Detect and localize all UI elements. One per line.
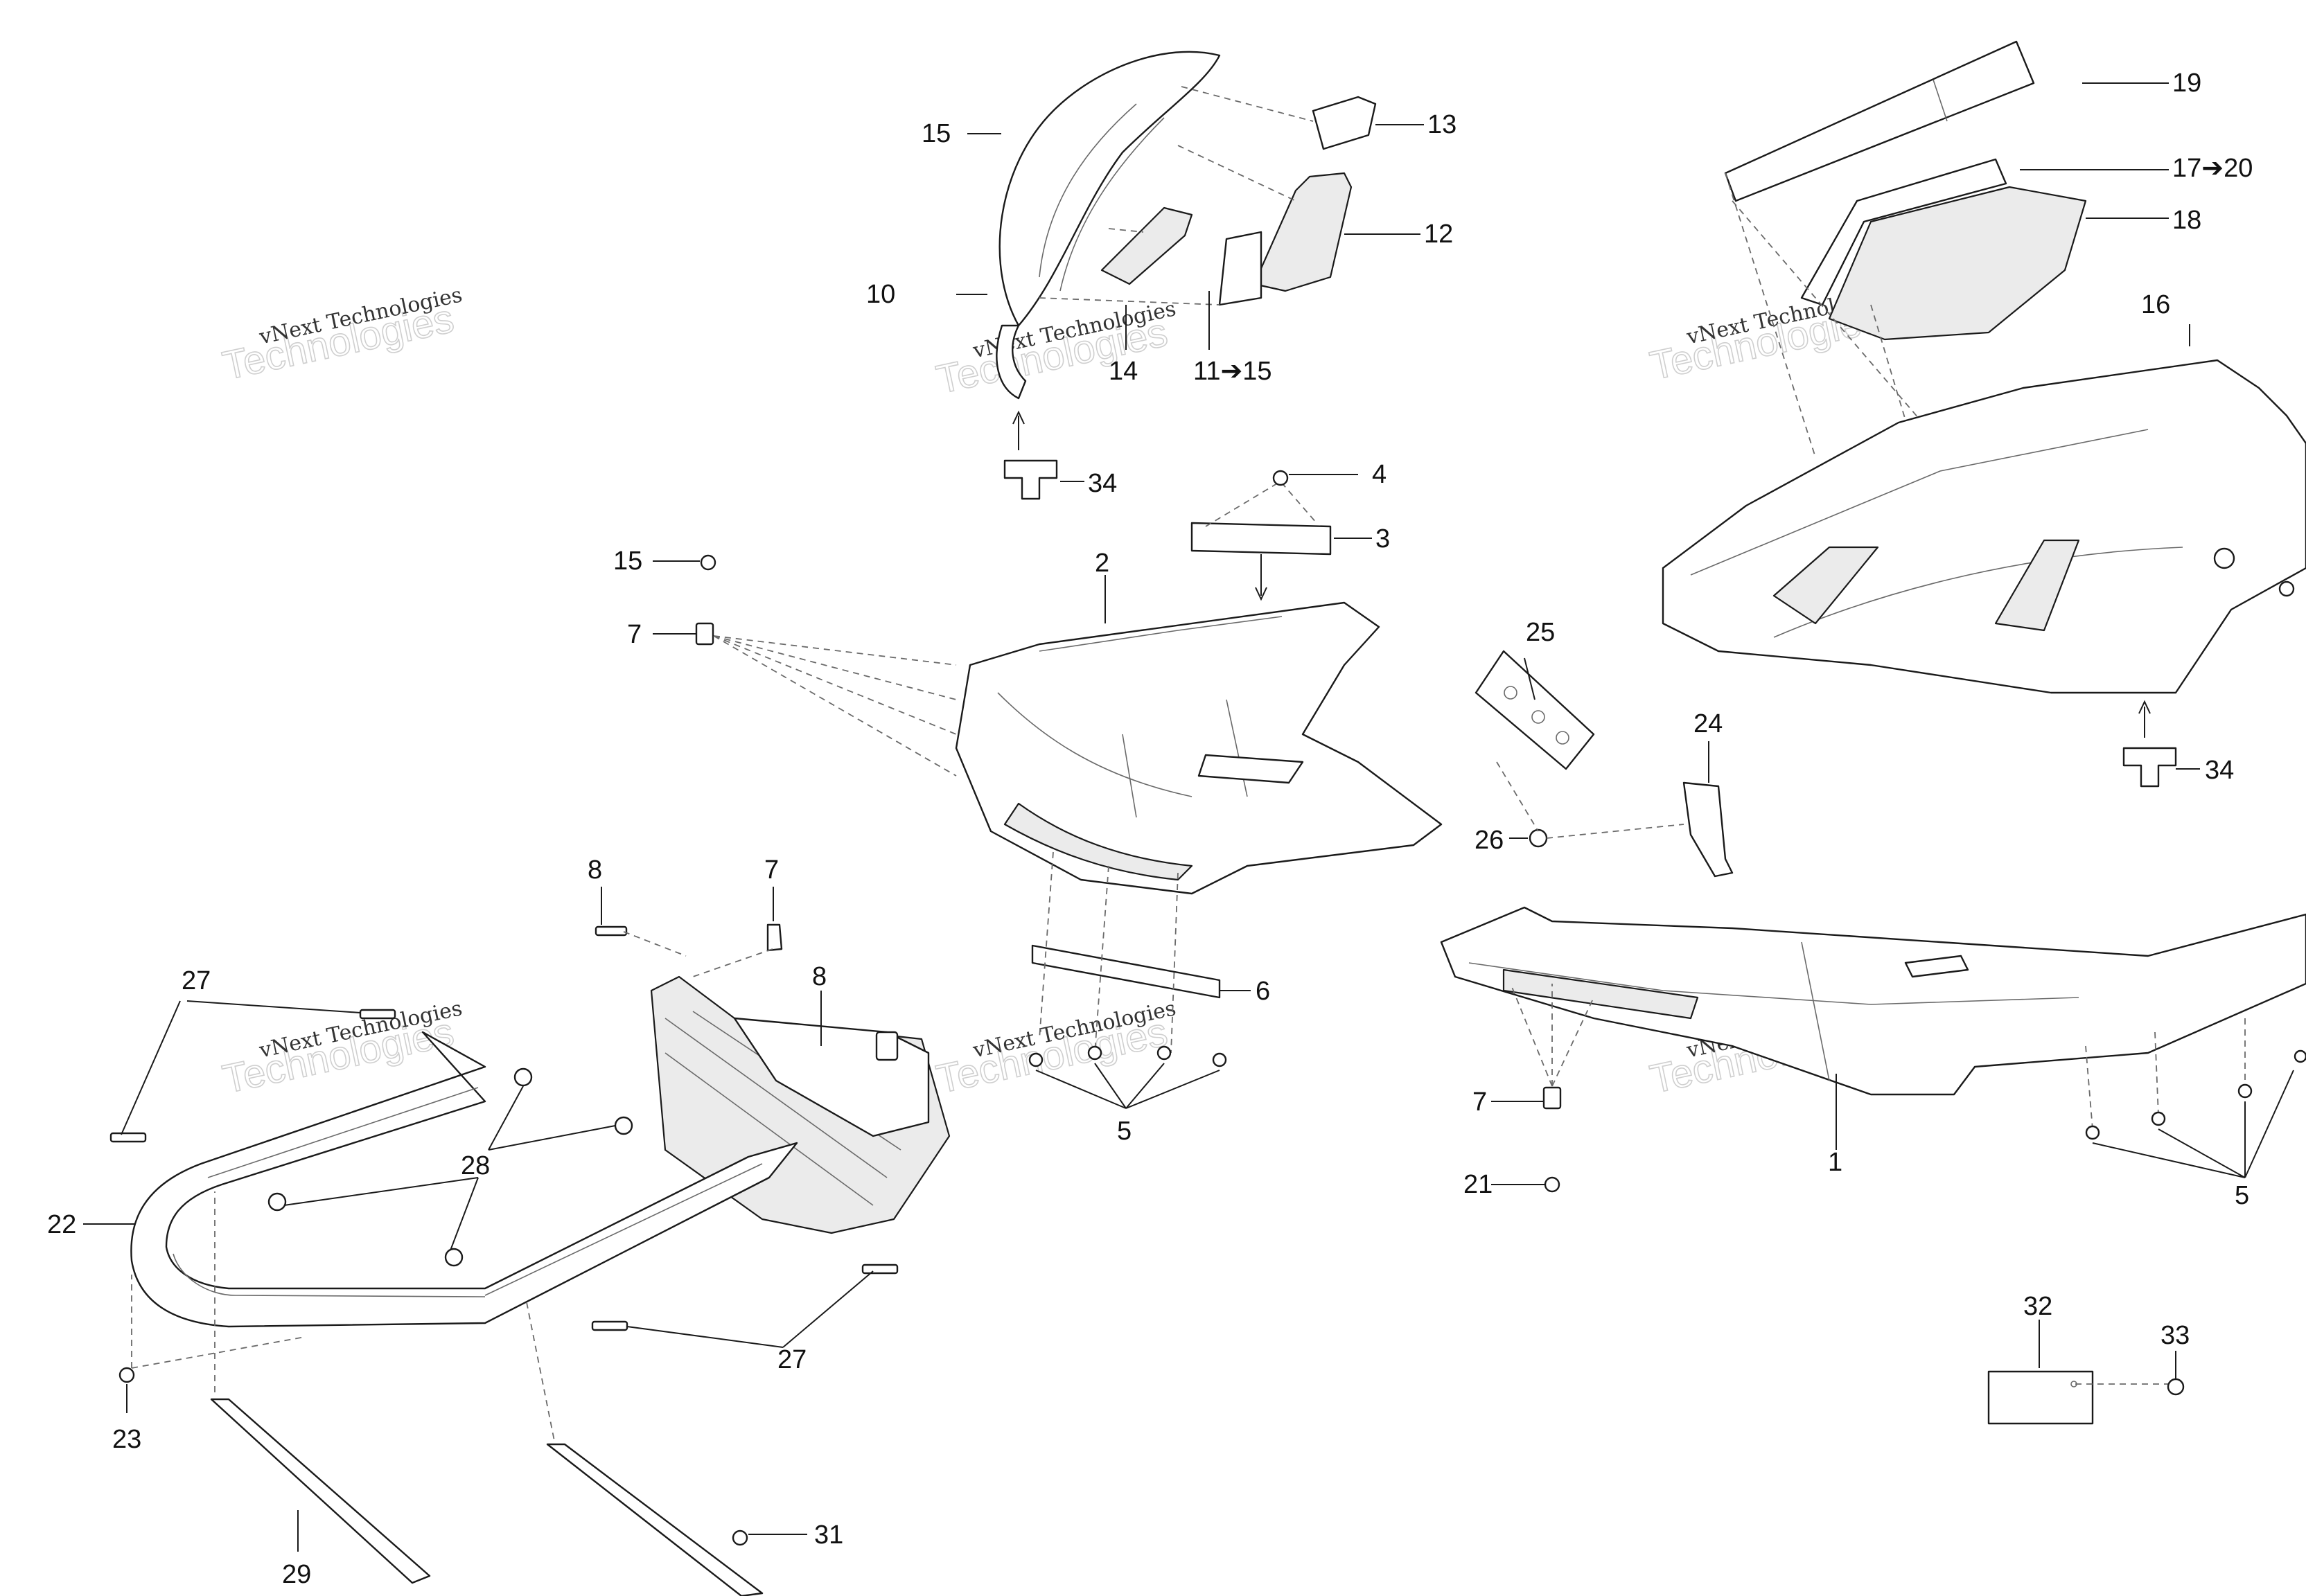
callout-26: 26 bbox=[1475, 826, 1504, 855]
part-12-flat-lens bbox=[1218, 231, 1262, 306]
callout-1: 1 bbox=[1828, 1148, 1842, 1177]
part-34-bracket-right bbox=[2122, 747, 2177, 788]
watermark-5: Technologies vNext Technologies bbox=[932, 996, 1178, 1102]
part-27-bolt-right bbox=[861, 1264, 899, 1275]
part-34-bracket-top bbox=[1003, 459, 1058, 500]
headlight-assembly bbox=[996, 51, 1377, 500]
callout-25: 25 bbox=[1526, 618, 1555, 647]
callout-20: 19 bbox=[2172, 69, 2201, 98]
lower-side-panel bbox=[1440, 906, 2306, 1193]
part-27-bolt-upper bbox=[359, 1009, 396, 1020]
callout-34-top: 34 bbox=[1088, 469, 1117, 498]
part-33-screw bbox=[2167, 1378, 2185, 1396]
callout-21: 21 bbox=[1463, 1170, 1493, 1199]
part-4-screw bbox=[1272, 470, 1289, 486]
callout-12: 11➔15 bbox=[1193, 357, 1272, 386]
part-6-strip bbox=[1031, 944, 1221, 999]
watermark-2: Technologies vNext Technologies bbox=[932, 296, 1178, 402]
center-fairing bbox=[695, 470, 1443, 1109]
callout-18: 17➔20 bbox=[2172, 154, 2253, 183]
part-17-panel bbox=[1662, 359, 2306, 694]
part-24-bracket bbox=[1682, 781, 1734, 878]
callout-9: 7 bbox=[764, 855, 779, 885]
callout-19: 18 bbox=[2172, 206, 2201, 235]
callout-17-20: 16 bbox=[2141, 290, 2170, 319]
part-15-wedge bbox=[1100, 206, 1193, 285]
brackets bbox=[1475, 650, 1734, 878]
callout-7-right: 7 bbox=[1472, 1088, 1487, 1117]
part-13-lens bbox=[1253, 172, 1353, 292]
callout-15: 14 bbox=[1109, 357, 1138, 386]
part-19-pad bbox=[1828, 186, 2087, 341]
part-23-fastener bbox=[118, 1367, 135, 1383]
callout-5-mid: 5 bbox=[1117, 1117, 1132, 1146]
callout-32: 32 bbox=[2023, 1292, 2052, 1321]
callout-16-top: 15 bbox=[922, 119, 951, 148]
leader-lines bbox=[83, 82, 2200, 1552]
label-plate bbox=[1987, 1370, 2185, 1425]
part-25-bracket bbox=[1475, 650, 1595, 770]
callout-4: 4 bbox=[1372, 460, 1387, 489]
part-7-clip bbox=[695, 622, 714, 646]
part-1-panel bbox=[1440, 906, 2306, 1096]
part-29-strip bbox=[210, 1398, 431, 1584]
part-7-clip-right bbox=[1542, 1086, 1562, 1110]
part-20-pad bbox=[1724, 40, 2035, 202]
part-3-plate bbox=[1190, 522, 1332, 556]
callout-7-mid: 7 bbox=[627, 620, 642, 649]
callout-6: 6 bbox=[1256, 977, 1270, 1006]
callout-27-top: 27 bbox=[182, 966, 211, 995]
part-21-nut bbox=[1544, 1176, 1560, 1193]
callout-13: 12 bbox=[1424, 220, 1453, 249]
part-16-nut bbox=[700, 554, 716, 571]
part-31-fastener bbox=[732, 1530, 748, 1546]
callout-28: 28 bbox=[461, 1151, 490, 1180]
part-10-bolt bbox=[595, 925, 628, 937]
callout-29: 29 bbox=[282, 1560, 311, 1589]
watermark-1: Technologies vNext Technologies bbox=[218, 283, 464, 389]
callout-labels: 19 17➔20 18 16 13 12 11➔15 14 10 15 34 4… bbox=[47, 69, 2253, 1589]
callout-10: 8 bbox=[588, 855, 602, 885]
callout-27-bottom: 27 bbox=[777, 1345, 807, 1374]
callout-5-right: 5 bbox=[2235, 1181, 2249, 1210]
part-9-clip bbox=[766, 923, 783, 952]
callout-31: 31 bbox=[814, 1520, 843, 1550]
part-30-strip bbox=[546, 1443, 764, 1596]
callout-2: 2 bbox=[1095, 549, 1109, 578]
callout-8: 8 bbox=[812, 962, 827, 991]
callout-14: 13 bbox=[1427, 110, 1456, 139]
grille-and-bumper bbox=[109, 923, 951, 1596]
part-22-bumper bbox=[130, 1031, 798, 1328]
callout-23: 23 bbox=[112, 1425, 141, 1454]
callout-16-mid: 15 bbox=[613, 547, 642, 576]
part-26-nut bbox=[1529, 828, 1548, 848]
callout-34-right: 34 bbox=[2205, 756, 2234, 785]
part-14-block bbox=[1312, 96, 1377, 150]
callout-24: 24 bbox=[1693, 709, 1723, 738]
callout-22: 22 bbox=[47, 1210, 76, 1239]
callout-33: 33 bbox=[2160, 1321, 2190, 1350]
part-27-bolt-left bbox=[109, 1132, 147, 1143]
callout-3: 3 bbox=[1375, 524, 1390, 553]
part-32-label bbox=[1987, 1370, 2094, 1425]
side-panel bbox=[1662, 40, 2306, 788]
part-18-pad bbox=[1800, 158, 2007, 306]
callout-11-15: 10 bbox=[866, 280, 895, 309]
part-27-bolt-lower bbox=[591, 1320, 628, 1331]
